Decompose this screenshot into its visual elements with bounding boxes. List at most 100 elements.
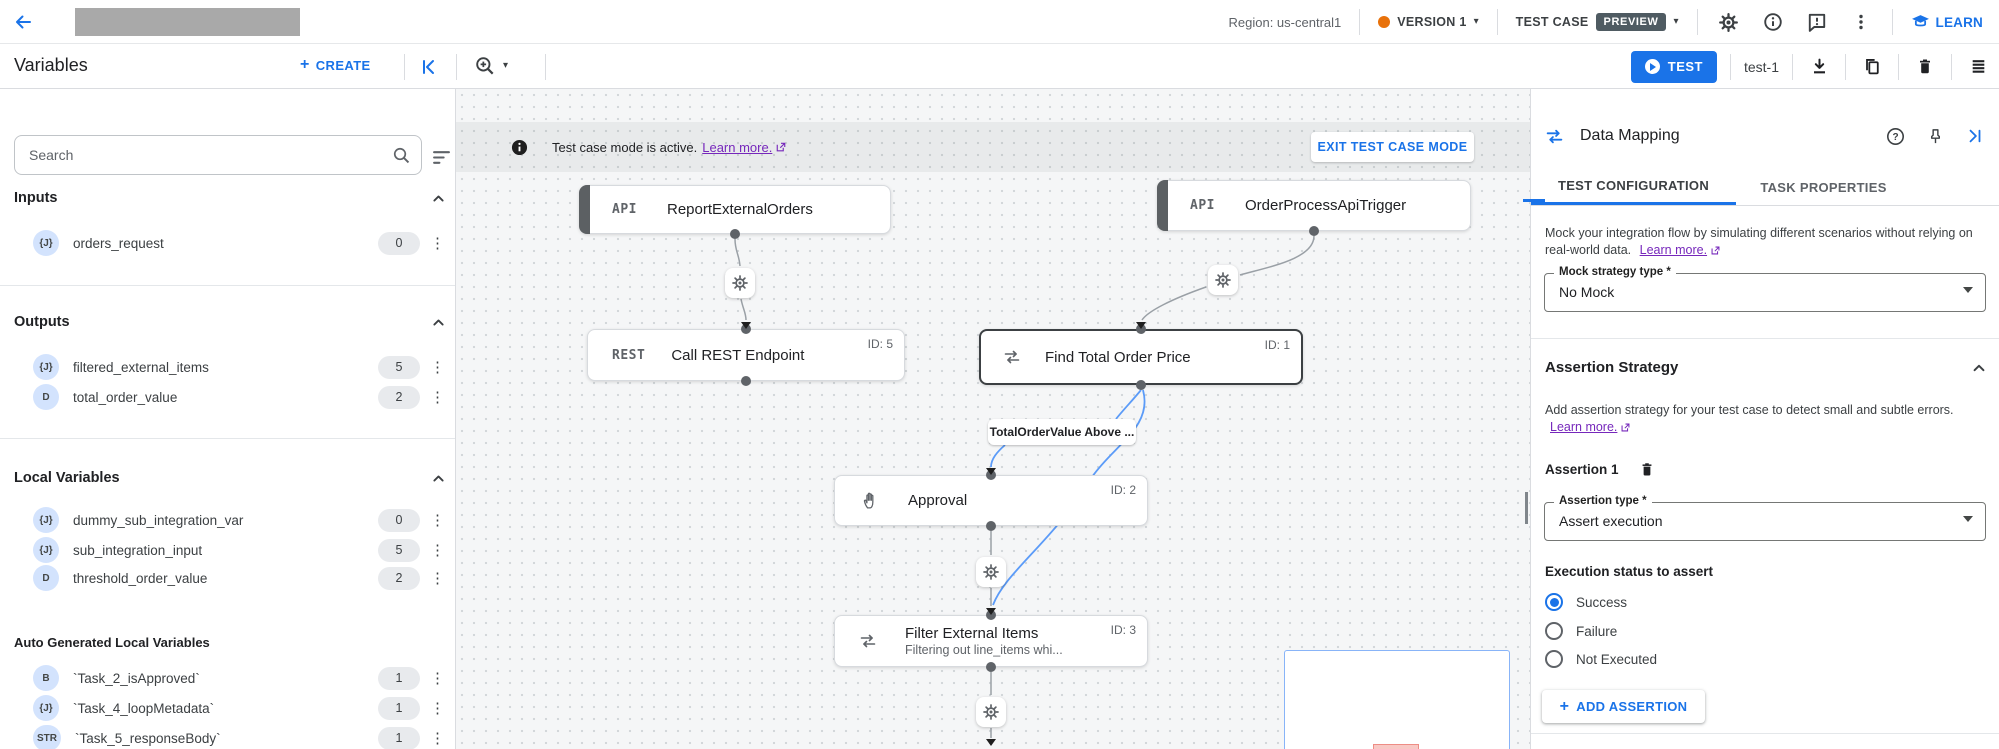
flow-canvas[interactable]: Test case mode is active. Learn more. EX… [456,89,1530,749]
pin-button[interactable] [1922,123,1948,149]
assertion-type-select[interactable]: Assertion type * Assert execution [1544,495,1986,541]
assertion-learn-more-link[interactable]: Learn more. [1550,419,1631,436]
variable-row[interactable]: B `Task_2_isApproved` 1 ⋮ [0,663,455,693]
usage-count: 0 [378,508,420,532]
edge-gear-button[interactable] [976,697,1006,727]
variable-row[interactable]: D total_order_value 2 ⋮ [0,382,455,412]
field-value: Assert execution [1559,513,1663,529]
variable-row[interactable]: STR `Task_5_responseBody` 1 ⋮ [0,723,455,749]
variable-row[interactable]: {J} dummy_sub_integration_var 0 ⋮ [0,505,455,535]
info-button[interactable] [1760,9,1786,35]
chevron-up-icon[interactable] [431,471,446,486]
search-input[interactable] [29,147,392,163]
link-label: Learn more. [1550,420,1618,434]
zoom-control[interactable]: ▾ [474,55,508,77]
node-filter-external-items[interactable]: Filter External Items Filtering out line… [834,615,1148,667]
variable-row[interactable]: D threshold_order_value 2 ⋮ [0,563,455,593]
divider [1696,9,1698,35]
mock-strategy-select[interactable]: Mock strategy type * No Mock [1544,266,1986,312]
test-button[interactable]: TEST [1630,50,1717,83]
learn-button[interactable]: LEARN [1911,14,1984,31]
delete-assertion-button[interactable] [1637,459,1657,479]
tab-test-configuration[interactable]: TEST CONFIGURATION [1531,169,1736,205]
chevron-down-icon: ▾ [1473,16,1479,27]
edge-gear-button[interactable] [976,557,1006,587]
chevron-up-icon[interactable] [431,315,446,330]
node-port [730,229,740,239]
edge-gear-button[interactable] [725,268,755,298]
node-type-label: API [1190,198,1215,213]
preview-badge: PREVIEW [1595,13,1667,31]
node-id: ID: 3 [1110,623,1136,637]
divider [1531,338,1999,339]
delete-button[interactable] [1912,54,1938,80]
edge-gear-button[interactable] [1208,265,1238,295]
kebab-icon[interactable]: ⋮ [430,234,445,252]
variable-row[interactable]: {J} filtered_external_items 5 ⋮ [0,352,455,382]
mock-learn-more-link[interactable]: Learn more. [1640,242,1721,259]
kebab-icon[interactable]: ⋮ [430,729,445,747]
sort-icon [432,150,450,164]
create-variable-button[interactable]: + CREATE [300,57,371,73]
collapse-panel-button[interactable] [415,54,441,80]
chevron-up-icon[interactable] [1971,360,1987,376]
feedback-button[interactable] [1804,9,1830,35]
node-approval[interactable]: Approval ID: 2 [834,475,1148,526]
radio-option-failure[interactable]: Failure [1545,620,1805,642]
node-port [741,324,751,334]
radio-option-success[interactable]: Success [1545,591,1805,613]
copy-button[interactable] [1859,54,1885,80]
add-assertion-button[interactable]: + ADD ASSERTION [1542,690,1705,723]
log-list-button[interactable] [1965,54,1991,80]
more-options-button[interactable] [1848,9,1874,35]
type-badge: {J} [33,507,59,533]
radio-selected-icon [1545,593,1563,611]
assertion-item-title: Assertion 1 [1545,461,1619,477]
kebab-icon[interactable]: ⋮ [430,569,445,587]
kebab-icon[interactable]: ⋮ [430,358,445,376]
usage-count: 1 [378,666,420,690]
radio-icon [1545,622,1563,640]
back-button[interactable] [10,9,36,35]
variable-name: dummy_sub_integration_var [73,512,244,528]
tab-task-properties[interactable]: TASK PROPERTIES [1760,179,1887,195]
node-call-rest-endpoint[interactable]: REST Call REST Endpoint ID: 5 [587,329,905,381]
trash-icon [1920,59,1930,74]
node-find-total-order-price[interactable]: Find Total Order Price ID: 1 [979,329,1303,385]
usage-count: 5 [378,538,420,562]
chevron-up-icon[interactable] [431,191,446,206]
version-dropdown[interactable]: VERSION 1 ▾ [1378,15,1479,29]
download-button[interactable] [1806,54,1832,80]
help-button[interactable]: ? [1882,123,1908,149]
edge-arrow [741,322,751,329]
section-title: Auto Generated Local Variables [14,634,210,650]
banner-learn-more-link[interactable]: Learn more. [702,140,787,155]
variable-row[interactable]: {J} orders_request 0 ⋮ [0,228,455,258]
collapse-panel-right-button[interactable] [1962,123,1988,149]
sort-filter-button[interactable] [428,144,454,170]
node-report-external-orders[interactable]: API ReportExternalOrders [579,185,891,234]
node-title: Approval [908,492,968,509]
test-case-dropdown[interactable]: TEST CASE PREVIEW ▾ [1516,13,1679,31]
type-badge: STR [33,725,61,749]
exit-test-case-mode-button[interactable]: EXIT TEST CASE MODE [1311,132,1474,162]
panel-scrollbar-thumb[interactable] [1525,492,1528,524]
variable-row[interactable]: {J} `Task_4_loopMetadata` 1 ⋮ [0,693,455,723]
mock-description: Mock your integration flow by simulating… [1545,225,1987,259]
mock-description-text: Mock your integration flow by simulating… [1545,226,1973,257]
section-header-inputs: Inputs [14,185,446,211]
minimap[interactable] [1284,650,1510,749]
kebab-icon[interactable]: ⋮ [430,511,445,529]
variable-row[interactable]: {J} sub_integration_input 5 ⋮ [0,535,455,565]
settings-button[interactable] [1716,9,1742,35]
minimap-viewport[interactable] [1373,744,1419,749]
kebab-icon[interactable]: ⋮ [430,541,445,559]
kebab-icon[interactable]: ⋮ [430,388,445,406]
kebab-icon[interactable]: ⋮ [430,669,445,687]
node-order-process-api-trigger[interactable]: API OrderProcessApiTrigger [1157,180,1471,231]
edge-condition-label[interactable]: TotalOrderValue Above ... [988,419,1136,445]
variable-name: `Task_2_isApproved` [73,670,200,686]
radio-option-not-executed[interactable]: Not Executed [1545,648,1805,670]
kebab-icon[interactable]: ⋮ [430,699,445,717]
divider [1951,53,1952,80]
